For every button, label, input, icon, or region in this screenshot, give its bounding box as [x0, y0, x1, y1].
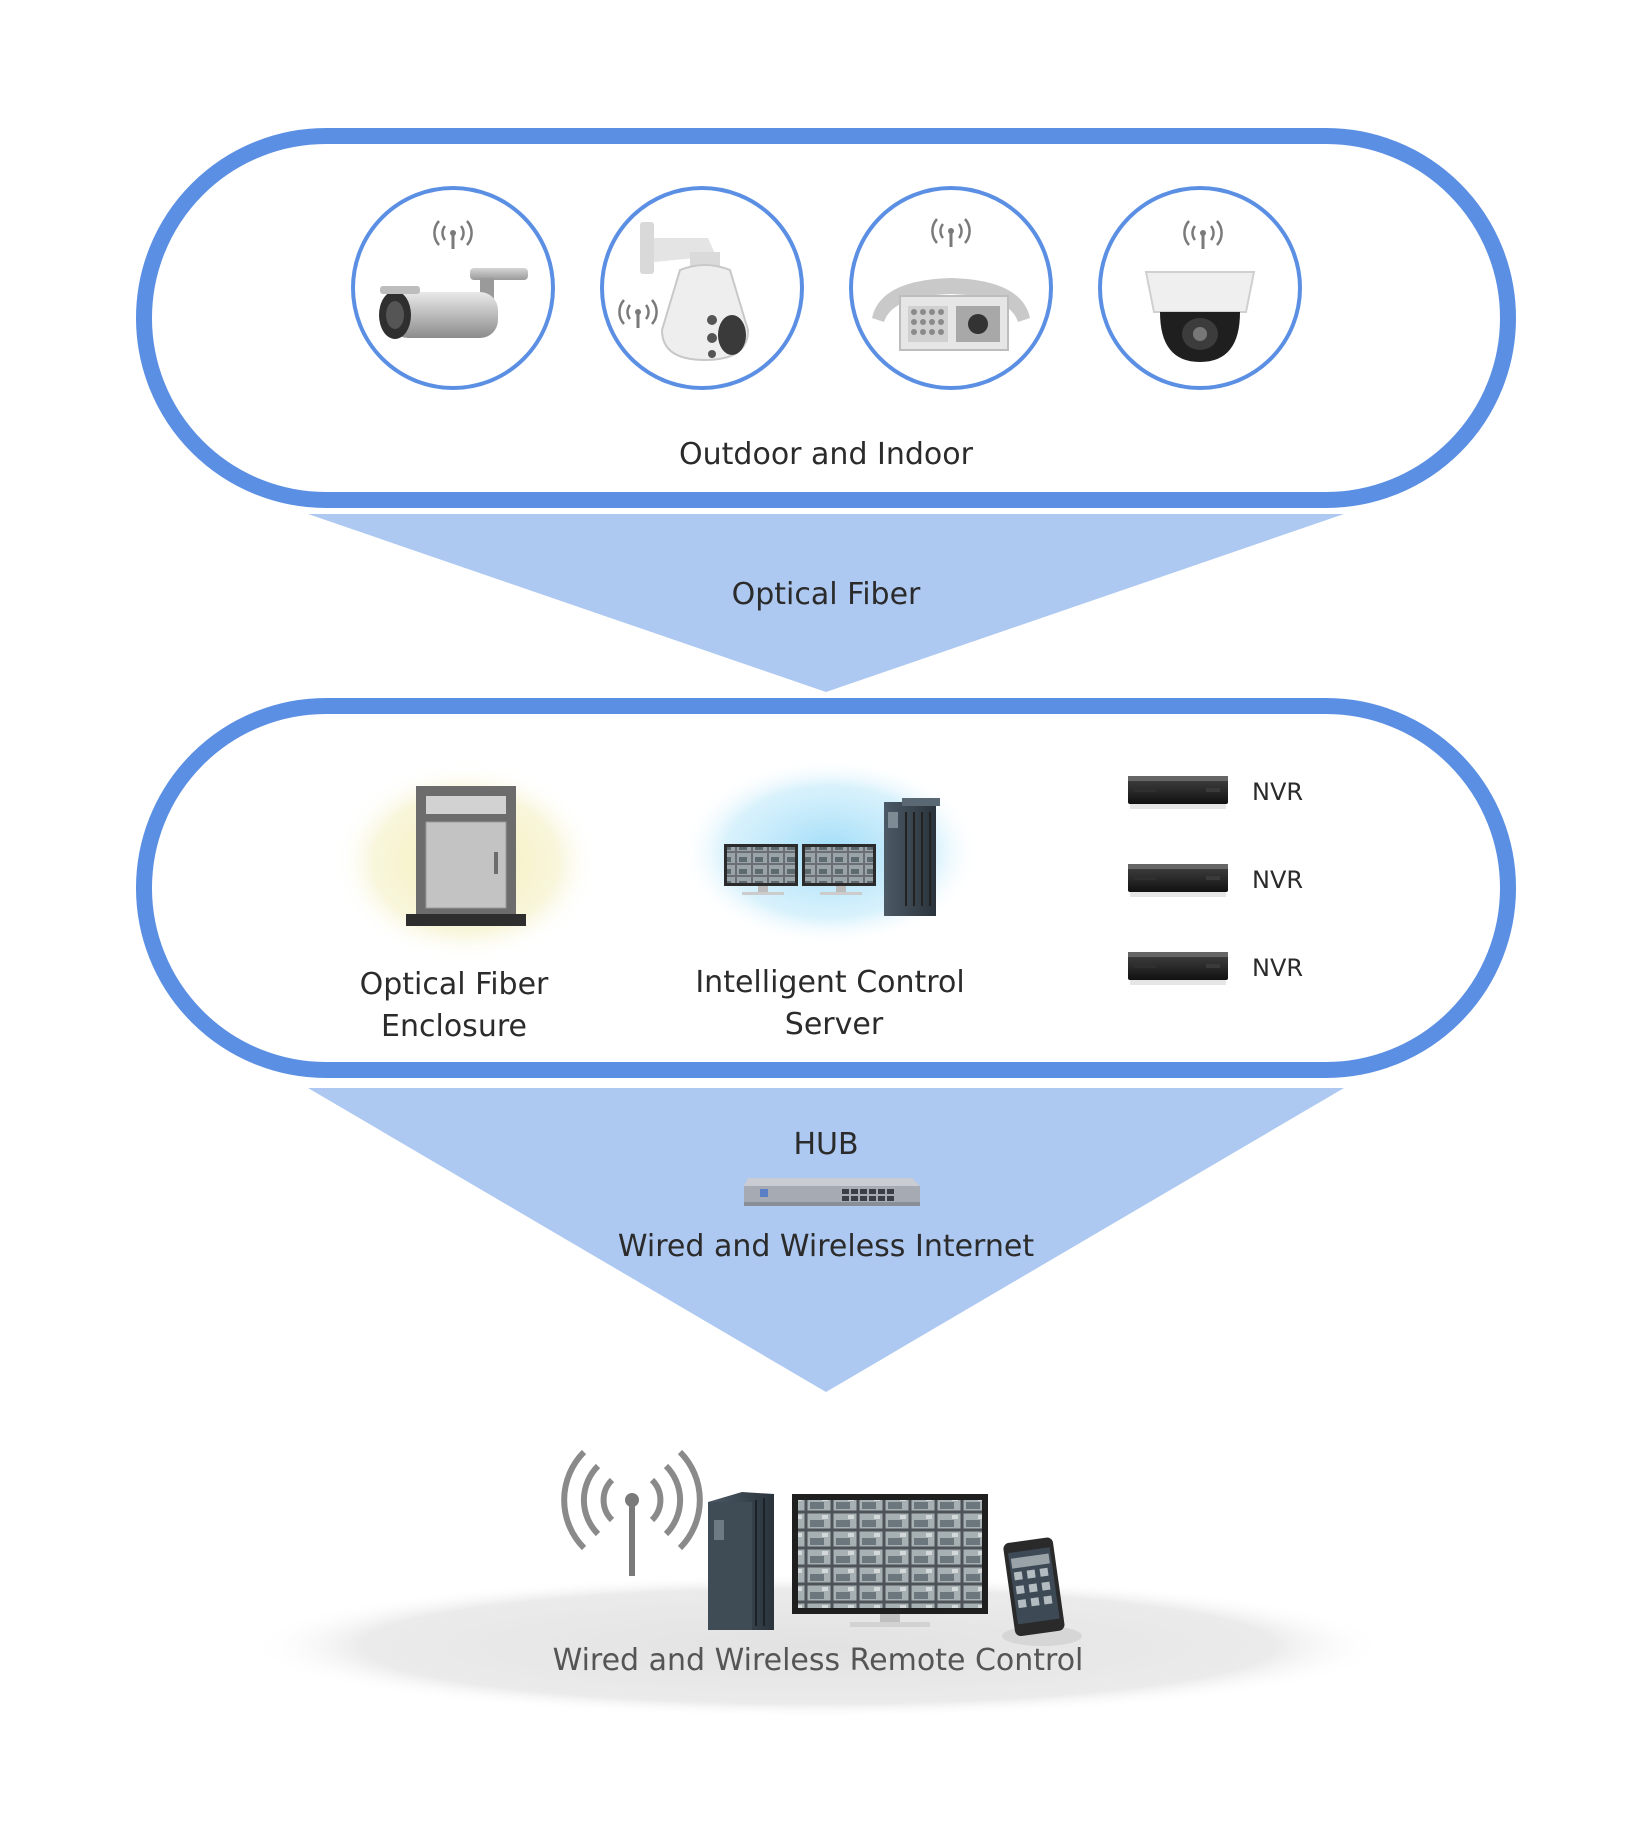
indoor-dome-camera-icon — [1144, 271, 1256, 362]
ptz-dome-camera-icon — [640, 222, 750, 362]
enclosure-label-line1: Optical Fiber — [360, 967, 549, 1002]
camera-device-ptz — [600, 186, 804, 390]
camera-zone-caption: Outdoor and Indoor — [679, 437, 974, 472]
camera-device-indoor-dome — [1098, 186, 1302, 390]
intelligent-control-server: Intelligent Control Server — [680, 758, 980, 1042]
network-hub-icon — [744, 1178, 920, 1206]
optical-fiber-funnel — [308, 514, 1344, 692]
housing-camera-icon — [872, 278, 1030, 351]
nvr-device-icon — [1128, 776, 1228, 809]
remote-platform — [248, 1574, 1388, 1718]
bullet-camera-icon — [379, 268, 528, 339]
smartphone-icon — [1002, 1537, 1082, 1646]
antenna-icon — [561, 1449, 703, 1576]
enclosure-label-line2: Enclosure — [381, 1009, 527, 1044]
nvr-unit: NVR — [1128, 952, 1303, 985]
camera-device-housing — [849, 186, 1053, 390]
remote-control-caption: Wired and Wireless Remote Control — [553, 1643, 1084, 1678]
nvr-label: NVR — [1252, 778, 1303, 806]
hub-label: HUB — [793, 1127, 858, 1162]
nvr-unit: NVR — [1128, 864, 1303, 897]
server-label-line2: Server — [785, 1007, 884, 1042]
internet-funnel — [308, 1088, 1344, 1392]
camera-device-bullet — [351, 186, 555, 390]
server-tower-icon — [884, 798, 940, 916]
large-monitor-icon — [792, 1494, 988, 1627]
monitor-icon — [802, 844, 876, 895]
internet-caption: Wired and Wireless Internet — [618, 1229, 1034, 1264]
nvr-label: NVR — [1252, 954, 1303, 982]
optical-fiber-label: Optical Fiber — [732, 577, 921, 612]
nvr-label: NVR — [1252, 866, 1303, 894]
nvr-device-icon — [1128, 864, 1228, 897]
monitor-icon — [724, 844, 798, 895]
nvr-unit: NVR — [1128, 776, 1303, 809]
server-label-line1: Intelligent Control — [695, 965, 964, 1000]
enclosure-cabinet-icon — [406, 786, 526, 926]
nvr-device-icon — [1128, 952, 1228, 985]
server-tower-icon — [708, 1492, 774, 1630]
optical-fiber-enclosure: Optical Fiber Enclosure — [334, 762, 598, 1044]
